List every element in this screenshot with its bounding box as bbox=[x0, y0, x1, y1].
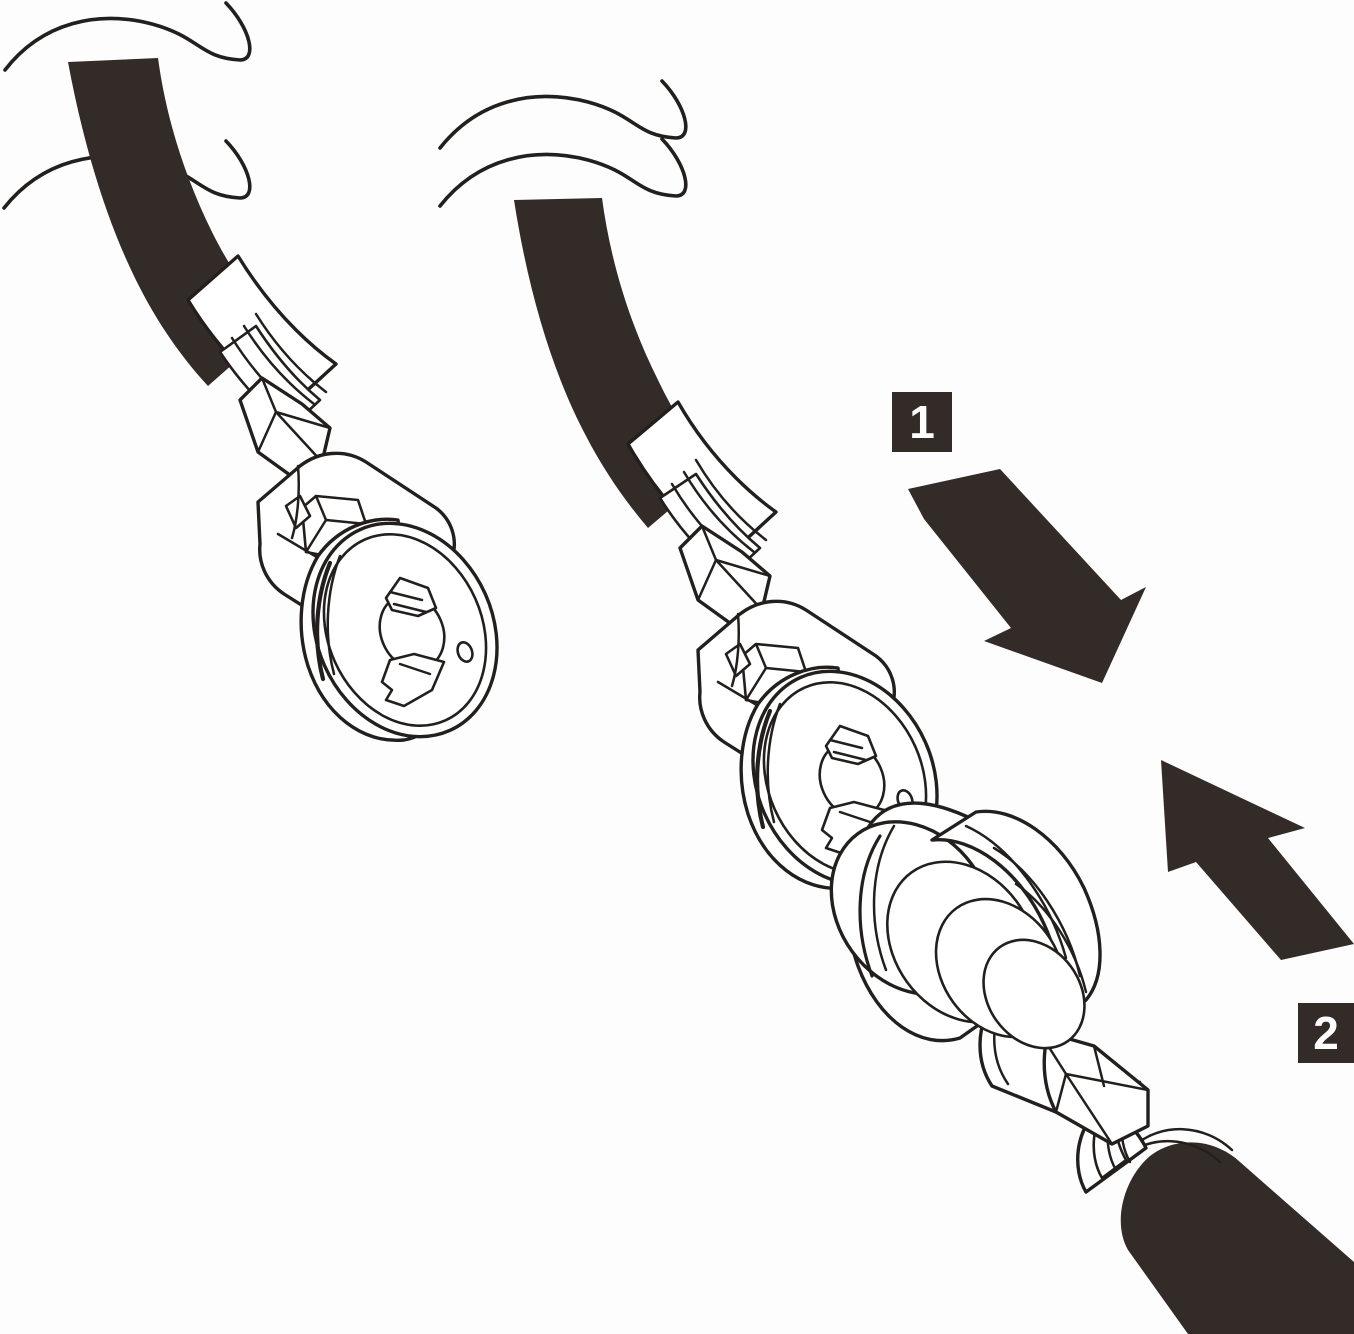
assembly-left bbox=[2, 1, 499, 743]
badge-2-box bbox=[1298, 1003, 1354, 1063]
badge-1-box bbox=[892, 392, 952, 452]
coupling-face-left bbox=[299, 517, 499, 743]
callout-1[interactable]: 1 bbox=[892, 392, 1146, 683]
badge-1-label: 1 bbox=[909, 396, 935, 448]
arrow-up-left-icon bbox=[1161, 760, 1354, 960]
hex-nut-middle bbox=[678, 524, 772, 628]
coupling-male-sleeve bbox=[829, 801, 1102, 1050]
break-lines-middle bbox=[438, 79, 688, 208]
arrow-down-right-icon bbox=[908, 469, 1146, 683]
badge-2-label: 2 bbox=[1313, 1007, 1339, 1059]
hose-lower-right bbox=[1120, 1142, 1354, 1334]
callout-2[interactable]: 2 bbox=[1161, 760, 1354, 1063]
hex-nut-left bbox=[238, 376, 332, 480]
assembly-male-coupling bbox=[829, 801, 1354, 1334]
